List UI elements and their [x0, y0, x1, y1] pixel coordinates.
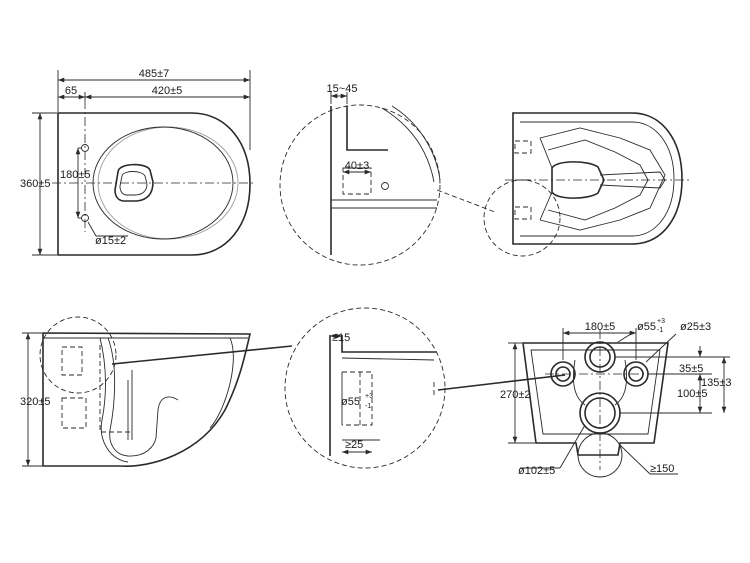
dim-side-height: 320±5	[20, 396, 51, 408]
top-detail: 15~45 40±3	[279, 83, 496, 266]
dim-offset-100: 100±5	[677, 388, 708, 400]
dim-depth: 40±3	[345, 160, 369, 172]
dim-bolt-diameter: ø25±3	[680, 321, 711, 333]
dim-rear-height: 270±2	[500, 389, 531, 401]
dim-hole-diameter: ø15±2	[95, 235, 126, 247]
dim-pipe-tol-minus: -1	[365, 403, 371, 410]
dim-pipe-tol-plus: +3	[365, 393, 373, 400]
dim-overall-length: 485±7	[139, 68, 170, 80]
dim-hole-offset: 65	[65, 85, 77, 97]
side-view: 320±5	[20, 316, 293, 467]
dim-bowl-length: 420±5	[152, 85, 183, 97]
dim-min-bottom: ≥25	[345, 439, 363, 451]
dim-inlet-tol-minus: -1	[657, 327, 663, 334]
dim-inlet-diameter: ø55	[637, 321, 656, 333]
top-view: 485±7 65 420±5 360±5 180±5 ø15±2	[20, 68, 256, 256]
right-plan-view	[483, 112, 690, 257]
dim-hole-spacing: 180±5	[60, 169, 91, 181]
dim-min-outlet: ≥150	[650, 463, 674, 475]
dim-offset-135: 135±3	[701, 377, 732, 389]
rear-view: 180±5 ø55 +3 -1 ø25±3 35±5 135±3 100±5 2…	[500, 318, 732, 478]
dim-outlet-diameter: ø102±5	[518, 465, 555, 477]
dim-inlet-tol-plus: +3	[657, 318, 665, 325]
dim-min-top: ≥15	[332, 332, 350, 344]
dim-bolt-spacing: 180±5	[585, 321, 616, 333]
dim-offset-35: 35±5	[679, 363, 703, 375]
dim-range: 15~45	[327, 83, 358, 95]
dim-pipe-diameter: ø55	[341, 396, 360, 408]
dim-width: 360±5	[20, 178, 51, 190]
side-detail: ≥15 ø55 +3 -1 ≥25	[284, 307, 566, 469]
